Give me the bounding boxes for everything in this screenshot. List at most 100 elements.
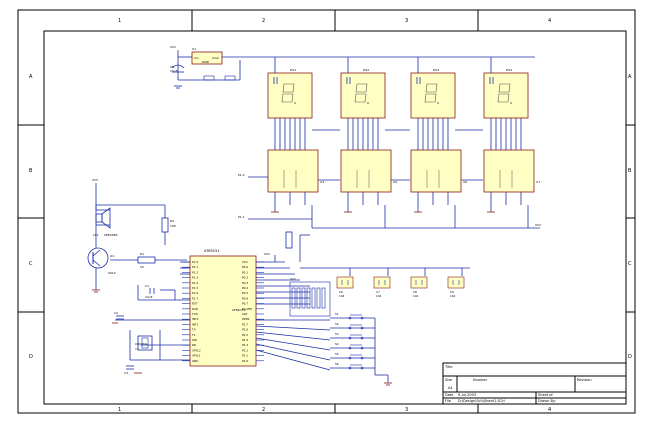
- mcu-left-pin-label: TXD: [191, 312, 198, 316]
- display-driver: U7: [483, 149, 540, 193]
- frame-ticks: [18, 10, 635, 413]
- frame-col-2: 2: [262, 18, 265, 24]
- microcontroller: AT89C51 AT89C51 VCC P1.0P1.1P1.2P1.3P1.4…: [182, 249, 270, 367]
- frame-row-a-right: A: [628, 74, 632, 80]
- mcu-right-pin-label: P2.7: [242, 322, 248, 326]
- file-label: File: [445, 399, 451, 403]
- mcu-right-pin-label: P0.6: [242, 296, 248, 300]
- mcu-left-pin-label: XTAL2: [192, 348, 201, 352]
- net-label-vcc-buzzer: VCC: [92, 178, 98, 182]
- regulator-cap-value: 10uF: [170, 69, 178, 73]
- mcu-ref: AT89C51: [232, 308, 245, 312]
- mcu-left-pin-label: P1.5: [192, 286, 198, 290]
- mcu-right-pin-label: P0.4: [242, 286, 248, 290]
- mcu-left-pin-label: XTAL1: [192, 354, 201, 358]
- revision-label: Revision: [577, 378, 592, 382]
- mcu-left-pin-label: RST: [192, 302, 198, 306]
- switch-cap-value: 104: [339, 294, 345, 298]
- frame-row-d-right: D: [628, 354, 632, 360]
- mcu-left-pin-label: RD: [192, 343, 196, 347]
- mcu-right-pin-label: P0.7: [242, 302, 248, 306]
- number-label: Number: [473, 378, 488, 382]
- size-value: A4: [448, 386, 453, 390]
- mcu-vcc-label: VCC: [264, 252, 270, 256]
- key-ref: S6: [335, 362, 339, 366]
- driver-ref: U7: [536, 180, 540, 184]
- mcu-right-pin-label: P2.6: [242, 328, 248, 332]
- size-label: Size: [445, 378, 452, 382]
- key-ref: S1: [335, 312, 339, 316]
- display-ref: DS1: [290, 68, 296, 72]
- mcu-right-pin-label: P0.5: [242, 291, 248, 295]
- file-value: D:\Design\Sch\Sheet1.SCH: [458, 399, 505, 403]
- mcu-right-pin-label: P2.5: [242, 333, 248, 337]
- net-label-vcc-right: VCC: [535, 223, 541, 227]
- net-labels: P1.0 P1.1 VCC VCC VCC: [92, 45, 541, 227]
- voltage-regulator: U1 Vin Vout GND C5 10uF: [170, 47, 236, 89]
- push-button: S5: [335, 352, 364, 360]
- display-ref: DS4: [506, 68, 512, 72]
- mcu-left-pin-label: INT1: [192, 322, 199, 326]
- buzzer: LS1 SPEAKER: [93, 207, 118, 237]
- net-label-vcc-top: VCC: [170, 45, 176, 49]
- mcu-right-pin-label: P0.2: [242, 276, 248, 280]
- mcu-right-pin-label: P2.4: [242, 338, 248, 342]
- mcu-right-pin-label: P2.1: [242, 354, 248, 358]
- display-driver: U4: [267, 149, 324, 193]
- frame-row-b-right: B: [628, 168, 632, 174]
- mcu-left-pin-label: P1.7: [192, 296, 198, 300]
- driver-ref: U4: [320, 180, 324, 184]
- frame-col-4: 4: [548, 18, 551, 24]
- title-block: Title Size A4 Number Revision Date 9-Jul…: [442, 362, 627, 405]
- transistor-ref: Q1: [110, 254, 114, 258]
- switch-cap-value: 104: [450, 294, 456, 298]
- base-resistor-ref: R1: [140, 252, 144, 256]
- mcu-left-pin-label: P1.1: [192, 265, 198, 269]
- buzzer-label: SPEAKER: [104, 233, 118, 237]
- mcu-left-pin-label: P1.4: [192, 281, 198, 285]
- frame-labels: 1 2 3 4 1 2 3 4 A B C D A B C D: [29, 18, 632, 413]
- push-button: S3: [335, 332, 364, 340]
- key-ref: S2: [335, 322, 339, 326]
- switch-cap-ref: C8: [413, 290, 417, 294]
- mcu-left-pin-label: GND: [192, 359, 198, 363]
- frame-col-2-bottom: 2: [262, 407, 265, 413]
- mcu-left-pin-label: INT0: [192, 317, 199, 321]
- regulator-vout: Vout: [212, 56, 220, 60]
- mcu-left-pin-label: T1: [191, 333, 196, 337]
- seven-segment-display: DS2: [340, 68, 386, 119]
- mcu-right-pin-label: EA/VPP: [242, 307, 252, 311]
- push-button: S2: [335, 322, 364, 330]
- switch-cap-value: 104: [376, 294, 382, 298]
- mcu-left-pin-label: P1.0: [192, 260, 198, 264]
- date-value: 9-Jul-2003: [458, 393, 476, 397]
- mcu-left-pin-label: RXD: [192, 307, 198, 311]
- frame-col-1-bottom: 1: [118, 407, 121, 413]
- drawn-label: Drawn By:: [538, 399, 556, 403]
- title-label: Title: [444, 365, 453, 369]
- regulator-vin: Vin: [194, 56, 199, 60]
- mcu-right-pin-label: P2.0: [242, 359, 248, 363]
- pull-resistor-value: 10K: [170, 224, 177, 228]
- crystal-label: CRYSTAL: [135, 342, 148, 346]
- net-label-p10: P1.0: [238, 173, 245, 177]
- crystal-oscillator: Y1 CRYSTAL C2 C3: [114, 311, 153, 375]
- mcu-name: AT89C51: [204, 249, 220, 253]
- regulator-ref: U1: [192, 47, 196, 51]
- buzzer-ref: LS1: [93, 233, 99, 237]
- switch-cap-value: 104: [413, 294, 419, 298]
- mcu-left-pin-label: P1.3: [192, 276, 198, 280]
- frame-col-4-bottom: 4: [548, 407, 551, 413]
- seven-segment-display: DS3: [410, 68, 456, 119]
- wires: [95, 50, 540, 383]
- pull-resistor-ref: R2: [170, 219, 174, 223]
- frame-row-d: D: [29, 354, 33, 360]
- frame-col-3: 3: [405, 18, 408, 24]
